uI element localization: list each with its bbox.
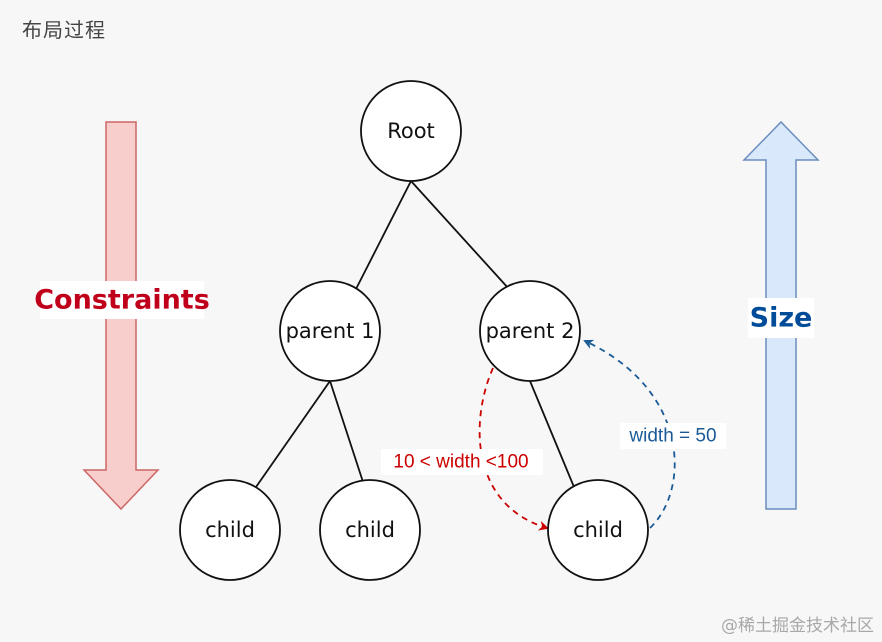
edge-parent1-child1 [255,380,331,488]
node-child2-label: child [345,518,395,542]
node-root: Root [360,80,462,182]
constraint-range-label-bg [381,449,543,475]
node-parent1: parent 1 [279,280,381,382]
page-title: 布局过程 [22,18,106,42]
size-value-label: width = 50 [628,426,716,447]
node-child1-label: child [205,518,255,542]
node-child3: child [547,479,649,581]
size-flow-arrow [583,339,676,529]
node-parent1-label: parent 1 [286,319,375,343]
constraints-label-bg [40,281,204,319]
edge-parent2-child3 [529,380,575,488]
edge-root-parent1 [355,180,412,290]
size-value-label-bg [620,423,726,449]
edge-root-parent2 [410,180,510,290]
constraint-flow-arrow [478,367,549,531]
constraint-range-label: 10 < width <100 [393,452,528,473]
node-root-label: Root [387,119,435,143]
node-parent2-label: parent 2 [486,319,575,343]
watermark: @稀土掘金技术社区 [721,616,874,636]
node-parent2: parent 2 [479,280,581,382]
size-label: Size [750,303,813,334]
node-child2: child [319,479,421,581]
edge-parent1-child2 [329,380,365,486]
size-label-bg [748,298,814,338]
node-child3-label: child [573,518,623,542]
constraints-label: Constraints [34,285,210,316]
node-child1: child [179,479,281,581]
